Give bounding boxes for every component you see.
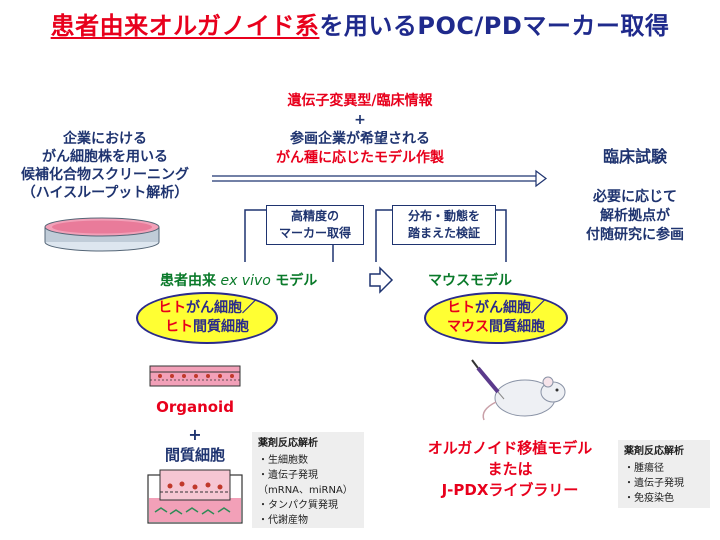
cancer-cell-label: がん細胞／	[186, 300, 256, 316]
screening-line-1: 企業における	[63, 131, 147, 147]
transplant-model-text: オルガノイド移植モデル または J-PDXライブラリー	[400, 438, 620, 501]
marker-acquisition-box: 高精度の マーカー取得	[266, 205, 364, 245]
title-highlight: 患者由来オルガノイド系	[50, 12, 320, 40]
human-label: ヒト	[447, 300, 475, 316]
clinical-trial-title: 臨床試験	[602, 147, 667, 166]
coculture-well	[147, 469, 243, 524]
mouse-ellipse-line-1: ヒトがん細胞／	[426, 299, 566, 318]
cancer-cell-label: がん細胞／	[475, 300, 545, 316]
assay-header: 薬剤反応解析	[624, 446, 684, 457]
organoid-plus: +	[188, 425, 202, 444]
model-transition-arrow	[369, 266, 394, 294]
organoid-dish	[149, 365, 241, 387]
screening-line-4: （ハイスループット解析）	[21, 185, 189, 201]
human-label: ヒト	[165, 319, 193, 335]
exvivo-model-label: 患者由来 ex vivo モデル	[160, 270, 360, 290]
assay-item: ・代謝産物	[258, 515, 308, 526]
exvivo-suffix: モデル	[275, 273, 318, 289]
mouse-model-label: マウスモデル	[428, 273, 512, 289]
screening-line-3: 候補化合物スクリーニング	[21, 167, 189, 183]
cancer-type-model-text: がん種に応じたモデル作製	[276, 150, 444, 166]
screening-line-2: がん細胞株を用いる	[42, 149, 168, 165]
assay-item: （mRNA、miRNA）	[258, 485, 353, 496]
main-arrow-head	[535, 169, 547, 188]
clinical-line-3: 付随研究に参画	[586, 227, 684, 243]
mouse-cell-ellipse: ヒトがん細胞／ マウス間質細胞	[424, 292, 568, 344]
distribution-box-line-1: 分布・動態を	[407, 209, 480, 223]
transplant-line-3: J-PDXライブラリー	[441, 481, 579, 499]
page-title: 患者由来オルガノイド系を用いるPOC/PDマーカー取得	[0, 6, 720, 41]
mouse-illustration	[471, 359, 566, 421]
distribution-box-line-2: 踏まえた検証	[407, 226, 480, 240]
top-center-text: 遺伝子変異型/臨床情報 + 参画企業が希望される がん種に応じたモデル作製	[230, 92, 490, 168]
exvivo-prefix: 患者由来	[160, 273, 216, 289]
clinical-line-2: 解析拠点が	[600, 208, 670, 224]
assay-item: ・免疫染色	[624, 493, 674, 504]
exvivo-ellipse-line-1: ヒトがん細胞／	[138, 299, 276, 318]
assay-item: ・遺伝子発現	[258, 470, 318, 481]
exvivo-ellipse-line-2: ヒト間質細胞	[138, 318, 276, 337]
organoid-label: Organoid	[156, 398, 234, 416]
mouse-assay-box: 薬剤反応解析 ・腫瘍径 ・遺伝子発現 ・免疫染色	[618, 440, 710, 508]
participating-company-text: 参画企業が希望される	[290, 131, 430, 147]
assay-header: 薬剤反応解析	[258, 438, 318, 449]
clinical-line-1: 必要に応じて	[593, 189, 677, 205]
mouse-ellipse-line-2: マウス間質細胞	[426, 318, 566, 337]
marker-box-line-2: マーカー取得	[278, 226, 351, 240]
exvivo-assay-box: 薬剤反応解析 ・生細胞数 ・遺伝子発現 （mRNA、miRNA） ・タンパク質発…	[252, 432, 364, 528]
plus-sign: +	[354, 112, 366, 128]
assay-item: ・遺伝子発現	[624, 478, 684, 489]
marker-box-line-1: 高精度の	[290, 209, 339, 223]
transplant-line-1: オルガノイド移植モデル	[427, 439, 593, 457]
culture-dish-top	[44, 217, 160, 252]
mutation-clinical-info: 遺伝子変異型/臨床情報	[287, 93, 433, 109]
human-label: ヒト	[158, 300, 186, 316]
stromal-cell-label: 間質細胞	[489, 319, 545, 335]
mouse-label: マウス	[447, 319, 489, 335]
stroma-label: 間質細胞	[164, 446, 225, 464]
assay-item: ・腫瘍径	[624, 463, 664, 474]
clinical-trial-text: 必要に応じて 解析拠点が 付随研究に参画	[555, 188, 715, 245]
exvivo-italic: ex vivo	[220, 273, 271, 289]
assay-item: ・生細胞数	[258, 455, 308, 466]
transplant-line-2: または	[487, 460, 533, 478]
assay-item: ・タンパク質発現	[258, 500, 338, 511]
exvivo-cell-ellipse: ヒトがん細胞／ ヒト間質細胞	[136, 292, 278, 344]
distribution-validation-box: 分布・動態を 踏まえた検証	[392, 205, 496, 245]
stromal-cell-label: 間質細胞	[193, 319, 249, 335]
title-rest: を用いるPOC/PDマーカー取得	[319, 12, 670, 40]
screening-text: 企業における がん細胞株を用いる 候補化合物スクリーニング （ハイスループット解…	[0, 130, 210, 202]
